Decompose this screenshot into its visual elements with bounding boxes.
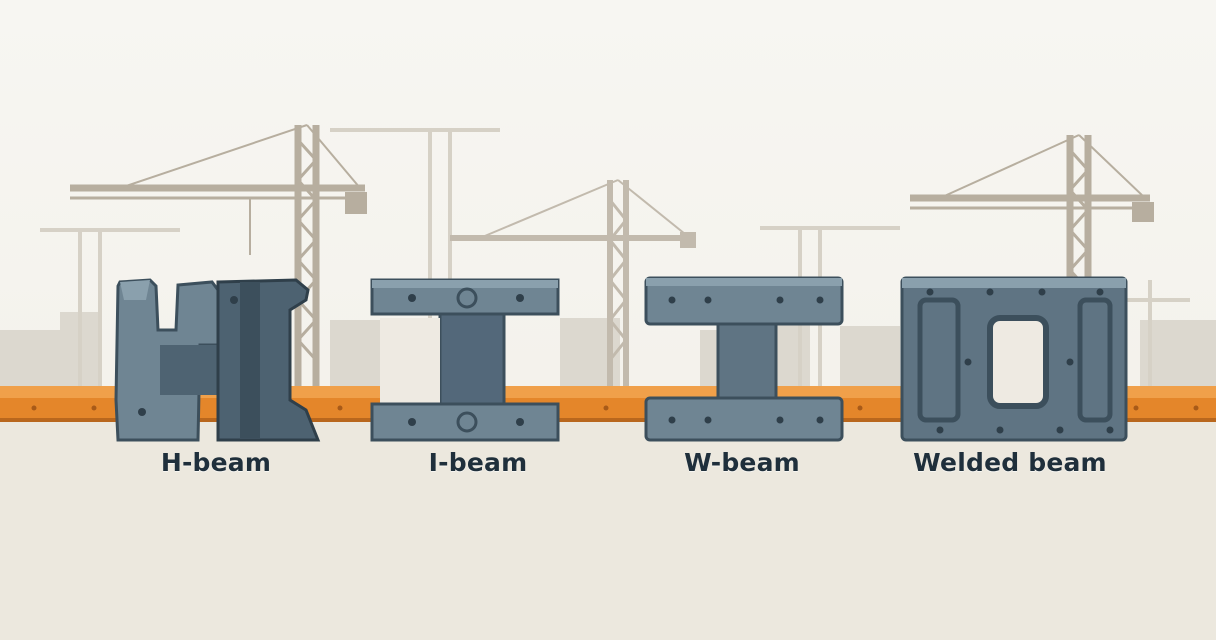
w-beam-label: W-beam [684,448,800,477]
welded-beam-illustration [900,276,1128,442]
h-beam-illustration [114,278,321,442]
h-beam-label: H-beam [160,448,272,477]
crane-left [70,124,367,390]
i-beam-illustration [370,278,560,442]
i-beam-label: I-beam [428,448,528,477]
crane-middle [450,179,696,390]
ground [0,420,1216,640]
w-beam-illustration [644,276,844,442]
welded-beam-label: Welded beam [913,448,1107,477]
